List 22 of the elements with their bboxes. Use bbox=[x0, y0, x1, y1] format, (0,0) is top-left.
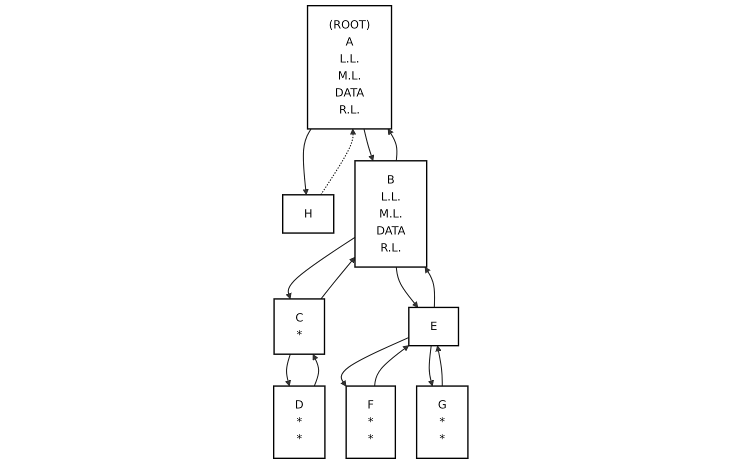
arrow bbox=[286, 236, 356, 300]
node-box: E bbox=[408, 306, 460, 346]
node-box: H bbox=[282, 194, 335, 234]
arrow bbox=[340, 337, 410, 387]
arrow bbox=[388, 128, 398, 161]
arrow bbox=[364, 128, 374, 162]
arrow bbox=[320, 128, 356, 196]
arrow bbox=[320, 256, 356, 300]
arrow bbox=[302, 128, 312, 196]
node-box: (ROOT) A L.L. M.L. DATA R.L. bbox=[307, 4, 392, 130]
node-box: B L.L. M.L. DATA R.L. bbox=[354, 160, 428, 268]
node-box: F * * bbox=[346, 385, 396, 460]
arrow bbox=[396, 267, 418, 308]
arrow bbox=[374, 345, 410, 386]
arrow bbox=[312, 354, 320, 386]
arrow bbox=[285, 354, 292, 386]
arrow bbox=[428, 346, 434, 386]
arrow bbox=[424, 266, 436, 308]
node-box: C * bbox=[274, 298, 326, 355]
node-box: D * * bbox=[273, 385, 326, 460]
arrow bbox=[436, 345, 444, 386]
node-box: G * * bbox=[416, 385, 469, 460]
